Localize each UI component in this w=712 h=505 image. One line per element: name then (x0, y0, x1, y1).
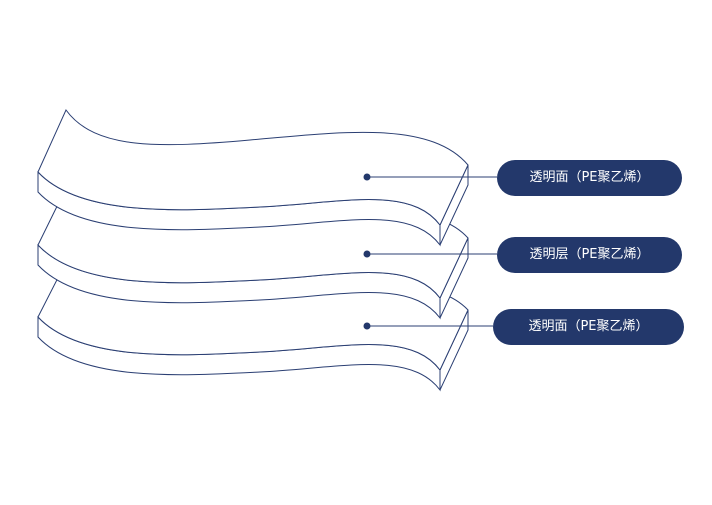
anchor-dot-3 (363, 322, 371, 330)
sheet-top-top-face (37, 109, 469, 226)
layer-label-bottom-text: 透明面（PE聚乙烯） (528, 319, 649, 334)
layer-label-top: 透明面（PE聚乙烯） (497, 160, 682, 196)
layer-label-middle: 透明层（PE聚乙烯） (497, 237, 682, 273)
anchor-dot-2 (363, 250, 371, 258)
layer-label-middle-text: 透明层（PE聚乙烯） (529, 247, 650, 262)
sheet-top (37, 109, 469, 247)
anchor-dot-1 (363, 173, 371, 181)
layer-label-top-text: 透明面（PE聚乙烯） (529, 170, 650, 185)
layer-label-bottom: 透明面（PE聚乙烯） (493, 309, 684, 345)
